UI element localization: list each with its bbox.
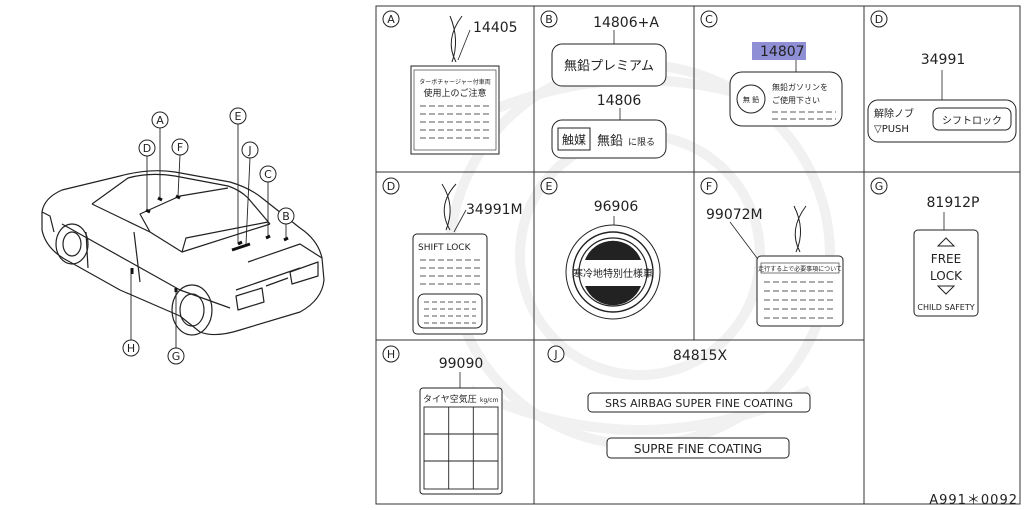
panel-d-top: D 34991 解除ノブ ▽PUSH シフトロック [867,10,1017,143]
diagram-code: A991＊0092 [929,493,1018,508]
svg-text:J: J [247,144,251,157]
callout-a: A [151,111,169,129]
panel-h: H 99090 タイヤ空気圧 kg/cm [382,345,503,495]
svg-text:C: C [264,168,272,181]
callout-f: F [171,138,189,156]
svg-text:F: F [706,180,712,193]
svg-text:FREE: FREE [931,252,961,266]
svg-text:F: F [177,141,183,154]
svg-text:▽PUSH: ▽PUSH [874,124,909,135]
svg-text:A: A [387,13,395,26]
svg-text:無鉛プレミアム: 無鉛プレミアム [564,59,654,74]
svg-text:99072M: 99072M [706,207,763,223]
svg-text:SRS AIRBAG SUPER FINE COATING: SRS AIRBAG SUPER FINE COATING [605,397,793,410]
svg-text:無 鉛: 無 鉛 [743,95,759,104]
svg-text:触媒: 触媒 [562,133,586,147]
svg-text:C: C [705,13,713,26]
panel-g: G 81912P FREE LOCK CHILD SAFETY [870,177,980,317]
svg-text:使用上のご注意: 使用上のご注意 [423,87,486,99]
car-illustration [41,170,325,336]
part-number-highlight [752,42,806,60]
svg-text:E: E [235,110,242,123]
svg-text:SUPRE FINE COATING: SUPRE FINE COATING [634,442,762,456]
svg-text:に限る: に限る [628,137,655,148]
svg-text:無鉛ガソリンを: 無鉛ガソリンを [772,82,828,92]
svg-text:G: G [875,180,884,193]
svg-text:G: G [172,350,181,363]
panel-f: F 99072M 走行する上で必要事項について [700,177,844,327]
panel-a: A 14405 ターボチャージャー付車両 使用上のご注意 [382,10,518,155]
callout-c: C [259,165,277,183]
callout-b: B [277,207,295,225]
panel-b: B 14806+A 無鉛プレミアム 14806 触媒 無鉛 に限る [540,10,667,159]
svg-text:解除ノブ: 解除ノブ [874,107,914,120]
svg-text:H: H [387,348,395,361]
svg-text:14806+A: 14806+A [593,15,659,31]
callout-j: J [241,141,259,159]
svg-text:SHIFT LOCK: SHIFT LOCK [418,243,472,253]
svg-text:タイヤ空気圧: タイヤ空気圧 [423,393,477,405]
svg-text:34991M: 34991M [466,202,523,218]
svg-text:D: D [143,142,151,155]
car-label-marks [130,194,289,292]
svg-text:B: B [545,13,553,26]
panel-j: J 84815X SRS AIRBAG SUPER FINE COATING S… [547,345,811,459]
panel-e: E 96906 寒冷地特別仕様車 [540,177,661,320]
svg-text:走行する上で必要事項について: 走行する上で必要事項について [758,265,842,273]
svg-text:H: H [127,342,135,355]
car-callouts: A D F E J C B H G [122,107,295,365]
svg-text:B: B [282,210,290,223]
svg-text:14405: 14405 [473,20,518,36]
callout-d: D [138,139,156,157]
svg-text:無鉛: 無鉛 [597,134,623,149]
svg-text:96906: 96906 [594,199,639,215]
svg-text:シフトロック: シフトロック [942,115,1002,127]
svg-text:99090: 99090 [439,356,484,372]
callout-h: H [122,339,140,357]
callout-g: G [167,347,185,365]
svg-text:34991: 34991 [921,52,966,68]
callout-e: E [229,107,247,125]
svg-text:J: J [553,348,557,361]
svg-text:LOCK: LOCK [930,269,963,283]
svg-text:寒冷地特別仕様車: 寒冷地特別仕様車 [573,267,653,280]
svg-text:kg/cm: kg/cm [480,397,499,404]
svg-text:14806: 14806 [597,93,642,109]
panel-grid [375,5,1021,505]
panel-c: C 14807 無 鉛 無鉛ガソリンを ご使用下さい [700,10,843,127]
svg-text:ターボチャージャー付車両: ターボチャージャー付車両 [419,78,491,86]
svg-text:81912P: 81912P [927,195,980,211]
svg-text:A: A [156,114,164,127]
svg-text:E: E [546,180,553,193]
svg-text:14807: 14807 [760,44,805,60]
panel-d-bottom: D 34991M SHIFT LOCK [382,177,523,335]
svg-text:84815X: 84815X [673,348,728,364]
svg-text:D: D [387,180,395,193]
car-leader-lines [130,124,287,348]
svg-text:ご使用下さい: ご使用下さい [772,95,820,105]
svg-text:CHILD SAFETY: CHILD SAFETY [917,303,974,312]
svg-text:D: D [875,13,883,26]
